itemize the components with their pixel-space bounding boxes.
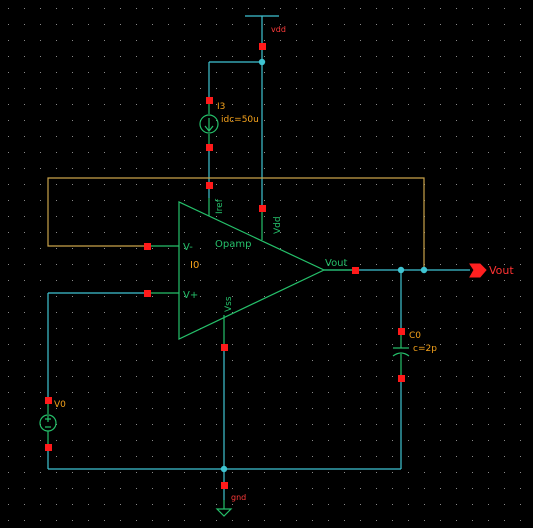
junction-vdd (258, 58, 266, 66)
pin-i3-top[interactable] (206, 97, 213, 104)
pin-label-vdd: Vdd (273, 216, 283, 234)
pin-v0-bottom[interactable] (45, 444, 52, 451)
feedback-wire[interactable] (47, 177, 425, 270)
ground-symbol[interactable] (215, 500, 233, 517)
voltage-source-name: V0 (54, 400, 66, 410)
pin-opamp-vdd[interactable] (259, 205, 266, 212)
pin-cap-bottom[interactable] (398, 375, 405, 382)
junction-gnd (220, 465, 228, 473)
pin-label-iref: Iref (215, 198, 225, 214)
pin-label-vout: Vout (325, 258, 348, 269)
cap-name: C0 (409, 331, 421, 341)
junctions (220, 58, 428, 473)
pin-label-vplus: V+ (183, 290, 198, 301)
current-source-value: idc=50u (221, 115, 259, 125)
pin-opamp-vminus[interactable] (144, 243, 151, 250)
pin-gnd[interactable] (221, 482, 228, 489)
pin-i3-bottom[interactable] (206, 144, 213, 151)
vdd-net-label: vdd (271, 25, 286, 34)
pin-vdd-rail[interactable] (259, 43, 266, 50)
junction-vout-cap (397, 266, 405, 274)
junction-vout-feedback (420, 266, 428, 274)
output-pin-arrow-icon (469, 263, 487, 278)
pin-opamp-vss[interactable] (221, 344, 228, 351)
opamp-symbol[interactable] (147, 198, 355, 347)
grid-dots (8, 8, 521, 521)
pin-opamp-vout[interactable] (352, 267, 359, 274)
pin-v0-top[interactable] (45, 397, 52, 404)
output-port[interactable]: Vout (469, 263, 514, 278)
current-source-name: I3 (217, 102, 225, 112)
gnd-net-label: gnd (231, 493, 246, 502)
pin-label-vss: Vss (224, 296, 234, 312)
pin-opamp-iref[interactable] (206, 182, 213, 189)
cap-value: c=2p (413, 344, 437, 354)
pin-cap-top[interactable] (398, 328, 405, 335)
opamp-name-label: Opamp (215, 239, 251, 250)
vout-port-label: Vout (489, 264, 514, 277)
pin-opamp-vplus[interactable] (144, 290, 151, 297)
pins (45, 43, 405, 489)
opamp-triangle (178, 201, 326, 340)
pin-label-vminus: V- (183, 242, 193, 253)
opamp-instance-label: I0 (190, 260, 199, 271)
